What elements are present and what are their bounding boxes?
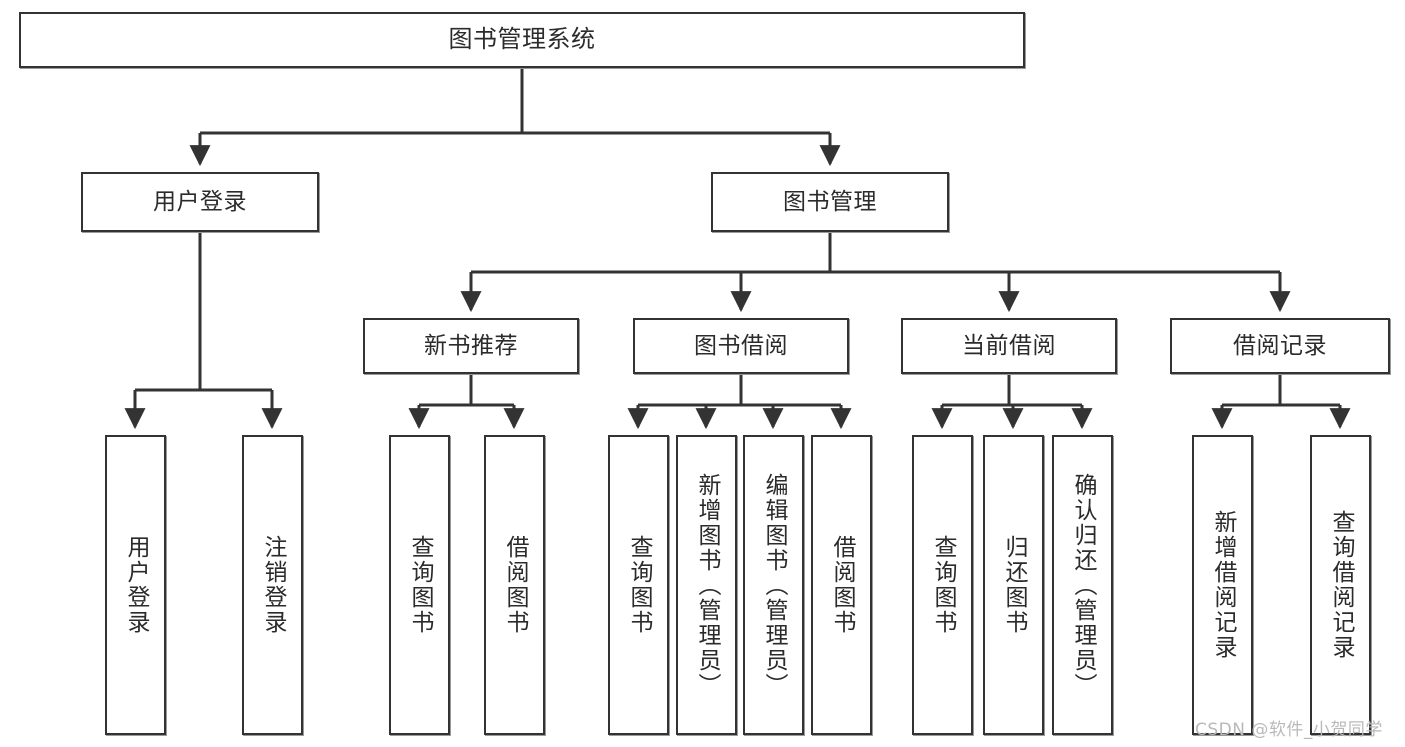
node-leaf-nb-query[interactable]: 查询图书 [389, 435, 450, 735]
node-leaf-cb-return[interactable]: 归还图书 [983, 435, 1044, 735]
node-new-book-rec-label: 新书推荐 [424, 332, 518, 359]
node-leaf-nb-query-label: 查询图书 [407, 535, 433, 635]
node-leaf-bb-borrow[interactable]: 借阅图书 [811, 435, 872, 735]
node-root-label: 图书管理系统 [448, 25, 596, 54]
node-leaf-bb-add[interactable]: 新增图书（管理员） [676, 435, 737, 735]
node-current-borrow[interactable]: 当前借阅 [901, 318, 1117, 374]
node-root[interactable]: 图书管理系统 [19, 12, 1025, 68]
node-leaf-bb-add-label: 新增图书（管理员） [694, 472, 720, 698]
node-leaf-br-query[interactable]: 查询借阅记录 [1310, 435, 1371, 735]
node-leaf-cb-return-label: 归还图书 [1001, 535, 1027, 635]
node-leaf-bb-query[interactable]: 查询图书 [608, 435, 669, 735]
node-leaf-logout[interactable]: 注销登录 [242, 435, 303, 735]
node-leaf-nb-borrow[interactable]: 借阅图书 [484, 435, 545, 735]
node-leaf-user-login-label: 用户登录 [123, 535, 149, 635]
node-leaf-cb-query-label: 查询图书 [930, 535, 956, 635]
node-leaf-br-add[interactable]: 新增借阅记录 [1192, 435, 1253, 735]
node-leaf-nb-borrow-label: 借阅图书 [502, 535, 528, 635]
node-leaf-cb-confirm[interactable]: 确认归还（管理员） [1052, 435, 1113, 735]
node-book-borrow-label: 图书借阅 [694, 332, 788, 359]
csdn-watermark: CSDN @软件_小贺同学 [1195, 720, 1383, 740]
node-borrow-record[interactable]: 借阅记录 [1170, 318, 1390, 374]
node-new-book-rec[interactable]: 新书推荐 [363, 318, 579, 374]
node-borrow-record-label: 借阅记录 [1233, 332, 1327, 359]
node-leaf-bb-edit[interactable]: 编辑图书（管理员） [743, 435, 804, 735]
node-current-borrow-label: 当前借阅 [962, 332, 1056, 359]
node-user-login-label: 用户登录 [153, 188, 247, 215]
node-book-manage-label: 图书管理 [783, 188, 877, 215]
node-book-manage[interactable]: 图书管理 [711, 172, 949, 232]
node-leaf-cb-query[interactable]: 查询图书 [912, 435, 973, 735]
node-leaf-bb-query-label: 查询图书 [626, 535, 652, 635]
node-leaf-br-query-label: 查询借阅记录 [1328, 510, 1354, 660]
node-book-borrow[interactable]: 图书借阅 [633, 318, 849, 374]
node-leaf-br-add-label: 新增借阅记录 [1210, 510, 1236, 660]
node-leaf-bb-edit-label: 编辑图书（管理员） [761, 472, 787, 698]
node-leaf-bb-borrow-label: 借阅图书 [829, 535, 855, 635]
node-leaf-user-login[interactable]: 用户登录 [105, 435, 166, 735]
node-leaf-logout-label: 注销登录 [260, 535, 286, 635]
node-leaf-cb-confirm-label: 确认归还（管理员） [1070, 472, 1096, 698]
node-user-login[interactable]: 用户登录 [81, 172, 319, 232]
